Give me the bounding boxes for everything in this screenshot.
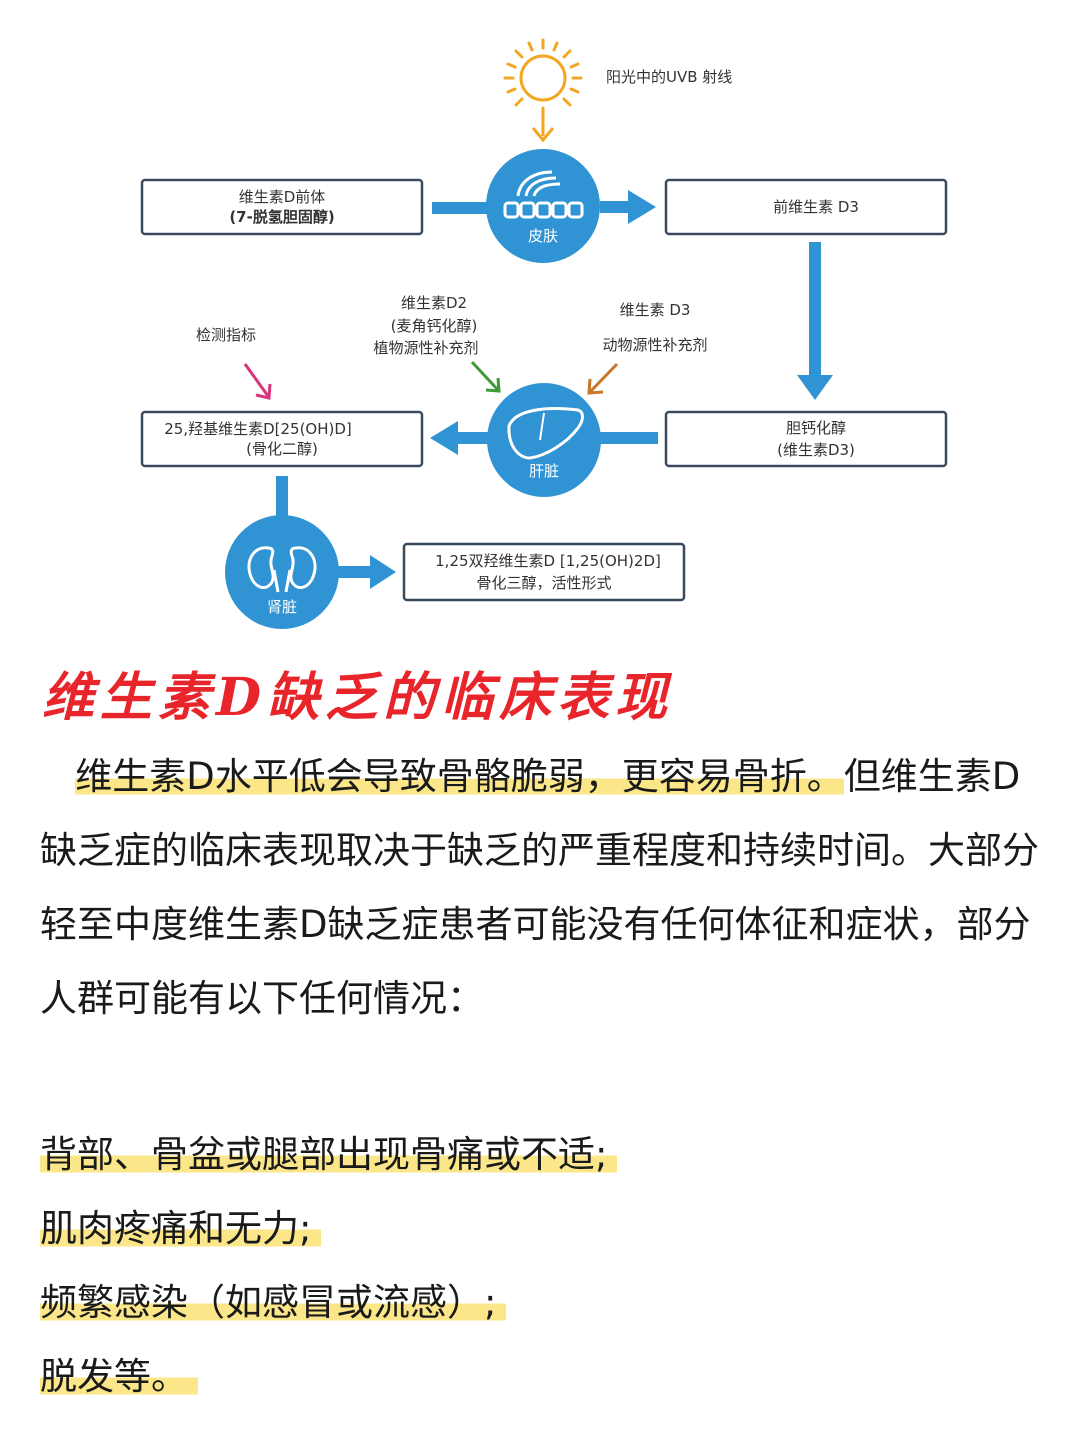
arrow-to-calcitriol-head [370,555,396,589]
uvb-label: 阳光中的UVB 射线 [606,68,732,86]
arrow-to-calcidiol-head [430,421,458,455]
previtamin-label: 前维生素 D3 [773,198,859,216]
vitamin-d-metabolism-diagram: 阳光中的UVB 射线 维生素D前体 (7-脱氢胆固醇) 皮肤 前维生素 D3 维… [140,38,948,629]
calcidiol-line2: (骨化二醇) [246,440,318,458]
precursor-line1: 维生素D前体 [239,188,326,206]
list-item: 背部、骨盆或腿部出现骨痛或不适; [40,1118,618,1192]
section-heading: 维生素D缺乏的临床表现 [42,667,674,728]
precursor-box [140,178,424,236]
symptom-text: 背部、骨盆或腿部出现骨痛或不适; [40,1133,618,1176]
paragraph-rest: 但维生素D缺乏症的临床表现取决于缺乏的严重程度和持续时间。大部分轻至中度维生素D… [40,755,1039,1020]
test-arrow-icon [243,363,272,400]
sun-icon [503,38,583,118]
d2-arrow-icon [470,360,501,393]
arrow-to-cholecalciferol [809,242,821,378]
symptom-list: 背部、骨盆或腿部出现骨痛或不适; 肌肉疼痛和无力; 频繁感染（如感冒或流感）; … [40,1118,618,1414]
calcitriol-box [402,542,686,602]
arrow-from-cholecalciferol [598,432,658,444]
uvb-arrow-icon [531,108,555,143]
liver-label: 肝脏 [529,462,559,480]
cholecalciferol-line2: (维生素D3) [777,441,855,459]
liver-icon [487,383,601,497]
symptom-text: 肌肉疼痛和无力; [40,1207,322,1250]
list-item: 频繁感染（如感冒或流感）; [40,1266,617,1340]
symptom-text: 频繁感染（如感冒或流感）; [40,1281,507,1324]
test-label: 检测指标 [196,326,256,344]
d2-line2: (麦角钙化醇) [391,317,478,335]
calcidiol-box [140,410,424,468]
kidney-label: 肾脏 [267,598,297,616]
skin-label: 皮肤 [528,227,558,245]
d3-line2: 动物源性补充剂 [602,336,707,354]
symptom-text: 脱发等。 [40,1355,198,1398]
calcitriol-line2: 骨化三醇，活性形式 [476,574,611,592]
arrow-to-cholecalciferol-head [797,375,833,400]
calcidiol-line1: 25,羟基维生素D[25(OH)D] [164,420,352,438]
previtamin-box [664,178,948,236]
arrow-to-calcidiol [456,432,490,444]
kidney-icon [225,515,339,629]
arrow-to-previtamin-head [628,190,656,224]
precursor-line2: (7-脱氢胆固醇) [229,208,334,226]
list-item: 脱发等。 [40,1340,617,1414]
arrow-to-skin [432,202,490,214]
calcitriol-line1: 1,25双羟维生素D [1,25(OH)2D] [435,552,661,570]
highlighted-sentence: 维生素D水平低会导致骨骼脆弱，更容易骨折。 [75,755,844,798]
d2-line3: 植物源性补充剂 [373,339,478,357]
d2-line1: 维生素D2 [401,294,467,312]
arrow-to-calcitriol [338,566,374,578]
arrow-to-kidney [276,476,288,524]
cholecalciferol-box [664,410,948,468]
intro-paragraph: 维生素D水平低会导致骨骼脆弱，更容易骨折。但维生素D缺乏症的临床表现取决于缺乏的… [40,740,1040,1036]
skin-icon [486,149,600,263]
d3-arrow-icon [587,362,619,395]
d3-line1: 维生素 D3 [620,301,691,319]
arrow-to-previtamin [600,201,630,213]
cholecalciferol-line1: 胆钙化醇 [786,419,846,437]
list-item: 肌肉疼痛和无力; [40,1192,617,1266]
